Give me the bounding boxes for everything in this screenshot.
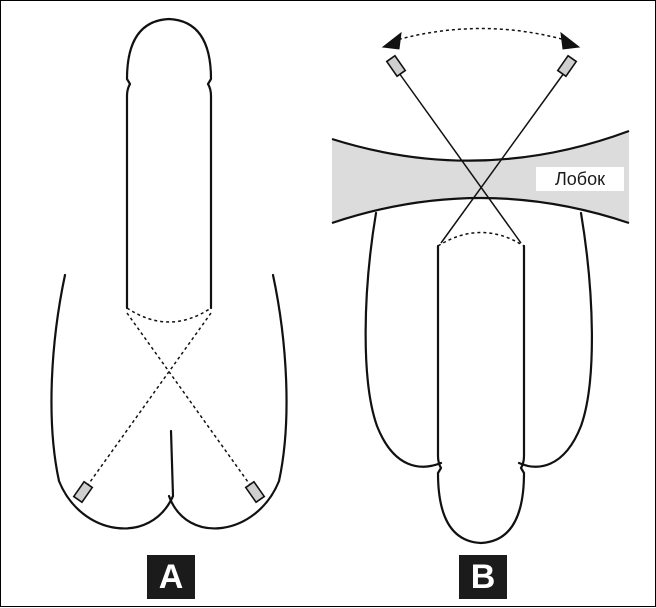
panel-b-right-lobe [519,213,592,467]
panel-a-dashed-lines [85,308,253,489]
panel-b-swing-arc [393,29,569,42]
panel-a-label: A [147,555,195,599]
pubic-region-label: Лобок [536,167,624,191]
panel-a-base-arc [127,308,211,322]
panel-a-cross-line-2 [85,313,211,489]
panel-a-right-probe [246,482,265,502]
panel-b-left-probe [387,56,406,76]
panel-b-right-arrowhead [561,33,579,49]
panel-a-left-thigh [51,275,173,528]
panel-b-left-arrowhead [383,33,401,49]
panel-b-dashed-lines [393,29,569,247]
panel-b-drawing [366,213,592,543]
panel-b-right-probe [558,56,577,76]
panel-a-cross-line-1 [127,313,253,489]
panel-b-base-arc [438,233,524,247]
panel-a-shaft-outline [127,19,211,308]
panel-a-drawing [51,19,286,528]
panel-a-right-thigh [169,275,287,528]
panel-a-left-probe [74,482,93,502]
panel-b-left-lobe [366,213,441,467]
panel-b-shaft-outline [438,246,524,543]
panel-b-label: B [459,555,507,599]
